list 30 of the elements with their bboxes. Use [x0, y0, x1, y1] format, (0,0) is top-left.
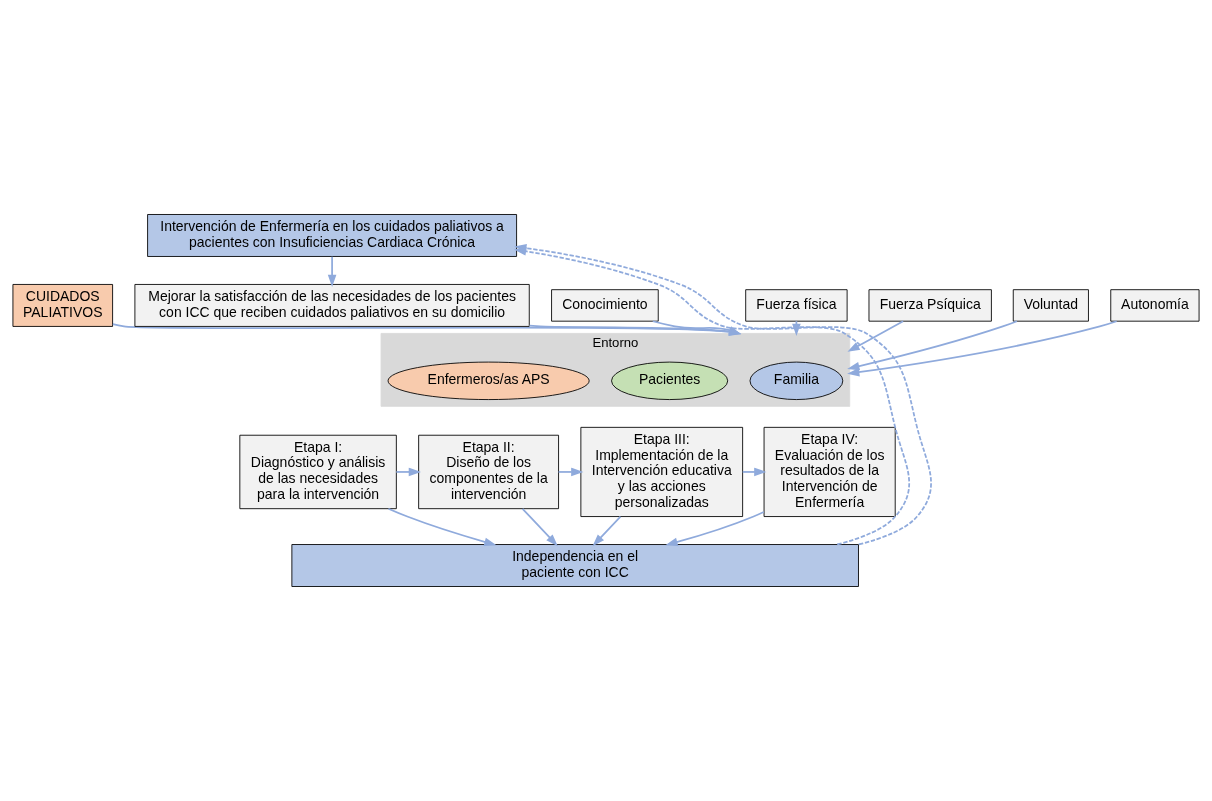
arrow	[847, 320, 1118, 377]
node-box: Mejorar la satisfacción de las necesidades de los pacientes con ICC que reciben cuidados paliativos en su domicilio	[134, 284, 530, 327]
node-box: Intervención de Enfermería en los cuidados paliativos a pacientes con Insuficiencias Cardiaca Crónica	[147, 214, 518, 257]
arrow	[557, 467, 584, 477]
arrow	[592, 515, 622, 547]
arrow	[395, 467, 421, 477]
node-box: Etapa III: Implementación de la Intervención educativa y las acciones personalizadas	[580, 426, 744, 517]
node-box: Conocimiento	[551, 289, 659, 322]
node-box: Fuerza Psíquica	[868, 289, 992, 322]
arrow	[521, 507, 558, 547]
node-box: Independencia en el paciente con ICC	[291, 544, 859, 587]
node-ellipse: Enfermeros/as APS	[387, 361, 590, 400]
node-box: Etapa II: Diseño de los componentes de la intervención	[418, 434, 559, 510]
node-box: CUIDADOS PALIATIVOS	[12, 284, 114, 327]
arrow	[847, 320, 1018, 371]
node-ellipse: Familia	[749, 361, 844, 400]
arrow	[651, 320, 742, 335]
node-box: Etapa IV: Evaluación de los resultados de la Intervención de Enfermería	[763, 426, 896, 517]
node-box: Autonomía	[1110, 289, 1200, 322]
node-box: Etapa I: Diagnóstico y análisis de las necesidades para la intervención	[239, 434, 397, 510]
arrow	[741, 467, 767, 477]
arrow	[327, 255, 337, 287]
arrow	[112, 323, 742, 336]
node-box: Voluntad	[1012, 289, 1089, 322]
node-ellipse: Pacientes	[611, 361, 729, 400]
arrow	[528, 324, 742, 336]
arrow	[847, 320, 904, 352]
node-box: Fuerza física	[745, 289, 848, 322]
arrow	[665, 511, 765, 547]
arrow	[387, 507, 497, 546]
